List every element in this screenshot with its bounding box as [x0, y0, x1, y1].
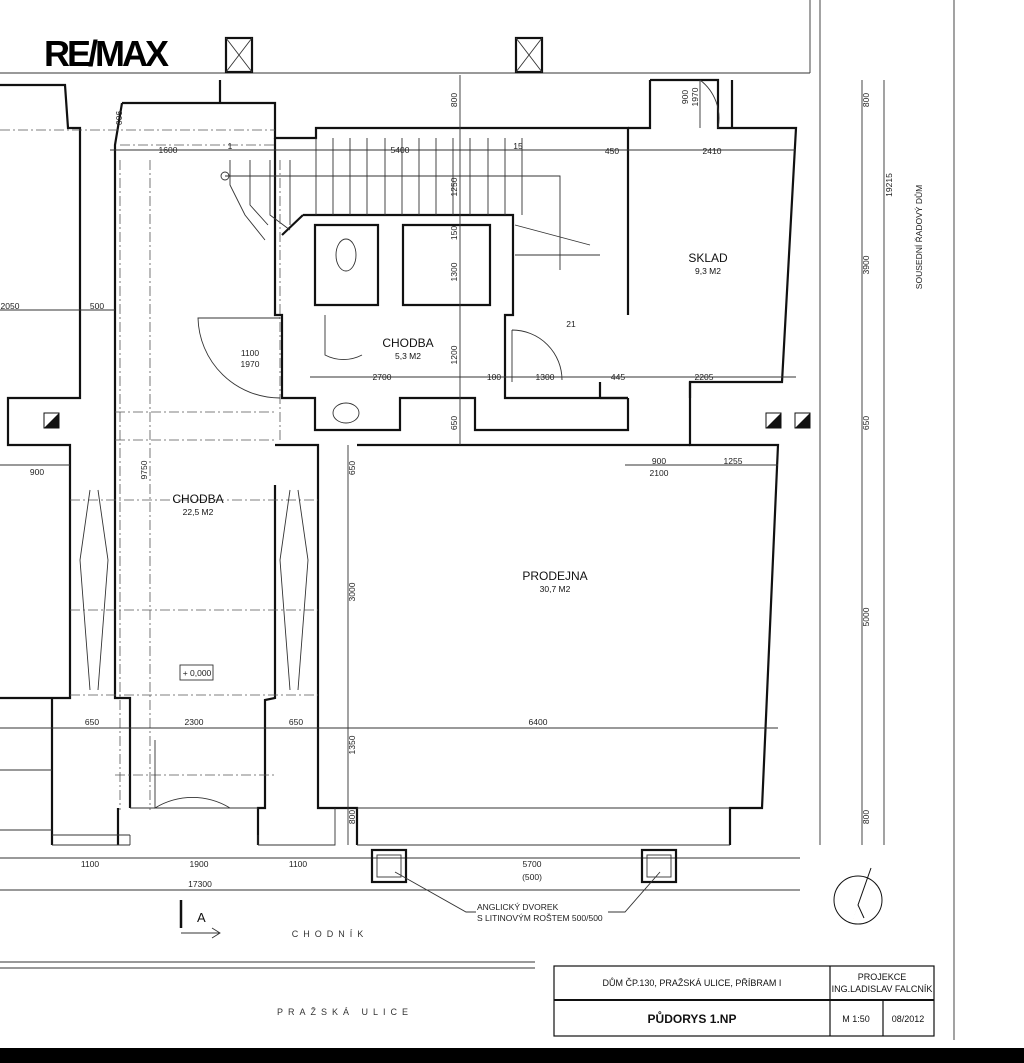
dim: 1100 [241, 348, 260, 358]
title-block: DŮM ČP.130, PRAŽSKÁ ULICE, PŘÍBRAM I PRO… [553, 965, 935, 1037]
dim: 2700 [373, 372, 392, 382]
designer-name: ING.LADISLAV FALCNÍK [832, 984, 933, 994]
grate-inner [376, 854, 402, 878]
level-mark-box [179, 664, 214, 681]
dim: 800 [347, 810, 357, 824]
grate-right [640, 848, 678, 884]
dim: 1600 [159, 145, 178, 155]
dim: 650 [449, 416, 459, 430]
section-arrow-icon [181, 927, 221, 939]
dim: 21 [566, 319, 576, 329]
dim: 3000 [347, 582, 357, 601]
dim: 1255 [724, 456, 743, 466]
dim: 100 [487, 372, 501, 382]
room-name: SKLAD [688, 251, 728, 265]
project-name: DŮM ČP.130, PRAŽSKÁ ULICE, PŘÍBRAM I [603, 977, 782, 988]
dim: 6400 [529, 717, 548, 727]
dim: 150 [449, 226, 459, 240]
section-label: A [197, 910, 206, 925]
dim: 445 [611, 372, 625, 382]
chimney-cross [515, 37, 543, 73]
drawing-title: PŮDORYS 1.NP [648, 1010, 737, 1026]
dim: 2300 [185, 717, 204, 727]
dim: 1970 [241, 359, 260, 369]
annotation-line: ANGLICKÝ DVOREK [477, 902, 559, 912]
grate-inner [646, 854, 672, 878]
dim: 1900 [190, 859, 209, 869]
chimney [514, 36, 544, 74]
room-area: 30,7 M2 [540, 584, 571, 594]
sidewalk-label: CHODNÍK [292, 929, 369, 939]
dim: 800 [861, 93, 871, 107]
neighbor-label: SOUSEDNÍ ŘADOVÝ DŮM [913, 185, 924, 289]
dim: 650 [861, 416, 871, 430]
vertical-dimensions: 800 1250 150 1300 1200 650 9750 650 3000… [114, 87, 894, 824]
annotation-line: S LITINOVÝM ROŠTEM 500/500 [477, 913, 603, 923]
curb-line [0, 961, 535, 969]
scale: M 1:50 [842, 1014, 870, 1024]
dim: 500 [90, 301, 104, 311]
dim: 2100 [650, 468, 669, 478]
dim: 900 [30, 467, 44, 477]
dim: 1 [228, 141, 233, 151]
bottom-bar [0, 1048, 1024, 1063]
room-area: 5,3 M2 [395, 351, 421, 361]
dim: 1200 [449, 345, 459, 364]
dim: 2050 [1, 301, 20, 311]
level-mark: + 0,000 [183, 668, 212, 678]
dim: 5700 [523, 859, 542, 869]
room-name: PRODEJNA [522, 569, 587, 583]
dim: 1100 [289, 859, 308, 869]
walls [0, 78, 798, 846]
dim: 1970 [690, 87, 700, 106]
dim: 5400 [391, 145, 410, 155]
dim: 3900 [861, 255, 871, 274]
dim: 19215 [884, 173, 894, 197]
dim: 9750 [139, 460, 149, 479]
dim: 900 [680, 90, 690, 104]
dim: 1300 [536, 372, 555, 382]
dim: 800 [449, 93, 459, 107]
dim: 650 [289, 717, 303, 727]
dim: 450 [605, 146, 619, 156]
grate-left [370, 848, 408, 884]
dim: 15 [513, 141, 523, 151]
dim: 2410 [703, 146, 722, 156]
room-name: CHODBA [382, 336, 433, 350]
dim: 1350 [347, 735, 357, 754]
dim: 5000 [861, 607, 871, 626]
room-area: 9,3 M2 [695, 266, 721, 276]
designer-line: PROJEKCE [858, 972, 907, 982]
dim: 1100 [81, 859, 100, 869]
dim: 800 [861, 810, 871, 824]
street-label: PRAŽSKÁ ULICE [277, 1007, 413, 1017]
dim: 2205 [695, 372, 714, 382]
staircase [220, 138, 600, 270]
dim: 1300 [449, 262, 459, 281]
dim: 17300 [188, 879, 212, 889]
remax-logo: RE/MAX [44, 33, 169, 74]
room-name: CHODBA [172, 492, 223, 506]
north-arrow-icon [833, 867, 883, 925]
horizontal-dimensions: 1600 1 5400 15 450 2410 2050 500 1100 19… [1, 141, 743, 889]
top-boundary [0, 0, 811, 74]
axis-lines [0, 0, 955, 1040]
chimney-cross [225, 37, 253, 73]
chimney [224, 36, 254, 74]
dim: 650 [347, 461, 357, 475]
room-area: 22,5 M2 [183, 507, 214, 517]
dim: (500) [522, 872, 542, 882]
dim: 900 [652, 456, 666, 466]
doors [79, 79, 720, 809]
vent-icons [43, 412, 811, 429]
dim: 900 [114, 111, 124, 125]
dim: 650 [85, 717, 99, 727]
date: 08/2012 [892, 1014, 925, 1024]
annotation-leader [394, 871, 661, 913]
dim: 1250 [449, 177, 459, 196]
